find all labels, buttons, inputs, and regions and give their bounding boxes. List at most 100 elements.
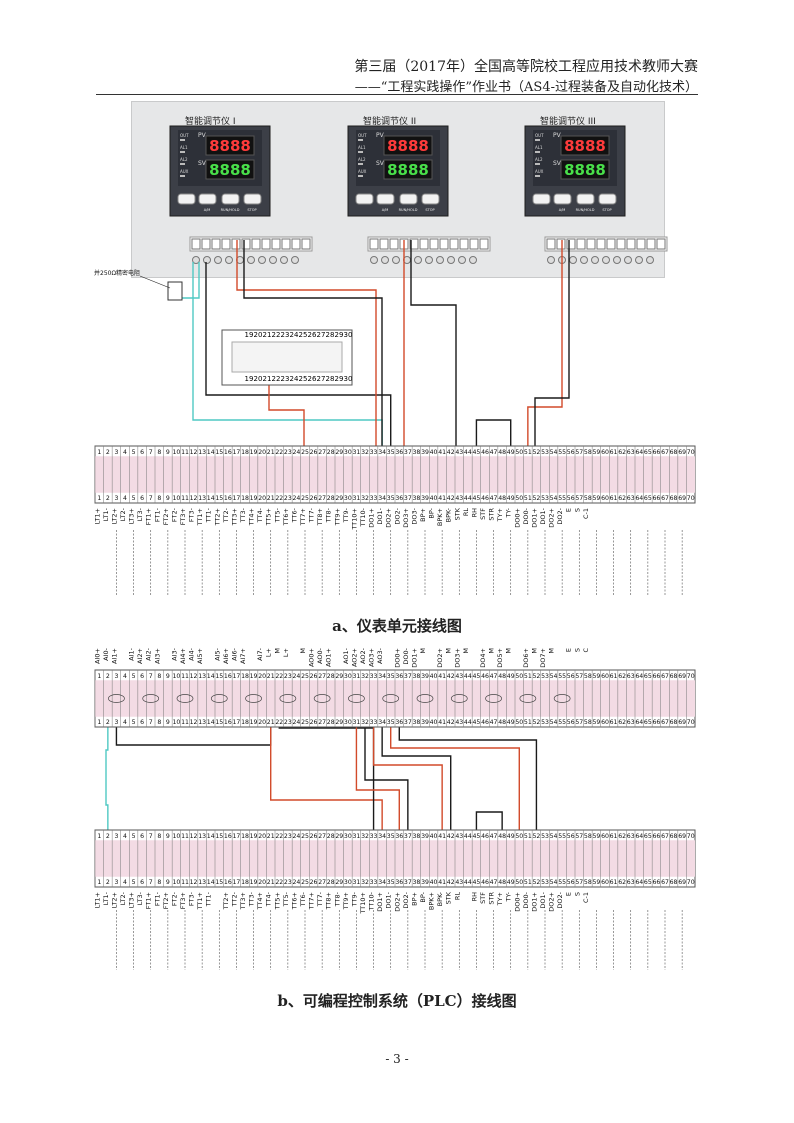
relay-number: 25	[299, 375, 308, 383]
wire-black-b2	[278, 720, 375, 834]
terminal-label: TT5+	[265, 508, 273, 526]
terminal-number: 15	[215, 719, 223, 726]
terminal-number: 37	[404, 879, 412, 886]
labels-section-a: LT1+LT1-LT2+LT2-LT3+LT3-FT1+FT1-FT2+FT2-…	[93, 507, 590, 530]
terminal-pin	[635, 256, 643, 264]
terminal-label: TT3+	[230, 508, 238, 526]
terminal-pin	[547, 256, 555, 264]
terminal-label: DO2-	[402, 891, 410, 908]
terminal-number: 36	[395, 719, 403, 726]
terminal-label: DO1-	[539, 507, 547, 524]
terminal-number: 6	[140, 673, 144, 680]
terminal-label: TT8-	[333, 891, 341, 907]
terminal-label: AO3-	[376, 647, 384, 664]
terminal-number: 9	[166, 673, 170, 680]
button-label: RUN/HOLD	[221, 208, 240, 212]
terminal-number: 68	[670, 719, 678, 726]
led-indicator	[180, 139, 185, 141]
terminal-number: 10	[172, 673, 180, 680]
pv-label: PV	[376, 132, 385, 139]
wire-red-b1	[270, 720, 383, 834]
terminal-number: 40	[430, 879, 438, 886]
terminal-pin	[258, 256, 266, 264]
relay-number: 19	[245, 331, 254, 339]
terminal-number: 49	[507, 833, 515, 840]
terminal-screw	[211, 238, 221, 250]
terminal-number: 8	[157, 719, 161, 726]
terminal-label: TT4-	[265, 891, 273, 907]
jumper-oval	[485, 694, 502, 703]
terminal-number: 5	[132, 449, 136, 456]
terminal-number: 3	[114, 719, 118, 726]
terminal-label: FT2+	[162, 892, 170, 909]
terminal-number: 56	[567, 879, 575, 886]
terminal-label: AO2-	[359, 647, 367, 664]
terminal-number: 29	[335, 879, 343, 886]
terminal-number: 70	[687, 879, 695, 886]
terminal-number: 24	[292, 449, 300, 456]
terminal-label: TT9-	[342, 507, 350, 523]
terminal-number: 15	[215, 449, 223, 456]
terminal-number: 8	[157, 833, 161, 840]
terminal-number: 37	[404, 449, 412, 456]
terminal-number: 41	[438, 719, 446, 726]
pv-display	[205, 135, 255, 156]
terminal-label: DO0-	[522, 891, 530, 908]
terminal-label: E	[565, 508, 573, 512]
terminal-label: LT3+	[128, 508, 136, 524]
terminal-number: 56	[567, 449, 575, 456]
terminal-number: 28	[327, 449, 335, 456]
terminal-screw	[191, 238, 201, 250]
terminal-label: STF	[479, 508, 487, 520]
terminal-number: 66	[652, 449, 660, 456]
terminal-label: TT6+	[282, 508, 290, 526]
terminal-strip-b-top: 1122334455667788991010111112121313141415…	[94, 669, 696, 728]
terminal-number: 29	[335, 495, 343, 502]
terminal-number: 66	[652, 879, 660, 886]
terminal-number: 26	[310, 673, 318, 680]
terminal-label: DO1-	[376, 507, 384, 524]
terminal-number: 61	[610, 673, 618, 680]
terminal-number: 55	[558, 495, 566, 502]
terminal-number: 36	[395, 449, 403, 456]
terminal-number: 12	[190, 449, 198, 456]
terminal-number: 62	[618, 495, 626, 502]
terminal-number: 21	[267, 719, 275, 726]
terminal-number: 30	[344, 495, 352, 502]
terminal-number: 58	[584, 833, 592, 840]
terminal-number: 50	[515, 719, 523, 726]
jumper-oval	[176, 694, 194, 703]
led-label: OUT	[535, 133, 544, 138]
terminal-number: 55	[558, 719, 566, 726]
terminal-label: FT3+	[179, 508, 187, 525]
terminal-label: DO2+	[548, 892, 556, 912]
terminal-number: 8	[157, 673, 161, 680]
sv-display	[383, 159, 433, 180]
terminal-number: 23	[284, 833, 292, 840]
terminal-number: 23	[284, 495, 292, 502]
terminal-number: 52	[532, 673, 540, 680]
terminal-number: 12	[190, 719, 198, 726]
terminal-number: 69	[678, 673, 686, 680]
terminal-label: DO2+	[436, 648, 444, 668]
terminal-label: BP-	[428, 507, 436, 518]
terminal-number: 20	[258, 719, 266, 726]
terminal-label: BPK+	[428, 892, 436, 910]
terminal-number: 45	[472, 833, 480, 840]
terminal-pin	[425, 256, 433, 264]
terminal-number: 28	[327, 879, 335, 886]
jumper-oval	[450, 694, 468, 703]
terminal-number: 67	[661, 719, 669, 726]
terminal-number: 29	[335, 449, 343, 456]
terminal-label: STK	[453, 507, 461, 520]
terminal-number: 43	[455, 495, 463, 502]
button-label: STOP	[247, 208, 256, 212]
wire-cyan-b1	[105, 720, 109, 834]
terminal-label: LT1+	[93, 892, 101, 908]
terminal-number: 50	[515, 495, 523, 502]
terminal-strip-a: 1122334455667788991010111112121313141415…	[94, 445, 696, 504]
terminal-number: 56	[567, 495, 575, 502]
terminal-number: 31	[352, 833, 360, 840]
terminal-number: 70	[687, 833, 695, 840]
terminal-label: LT2-	[119, 891, 127, 905]
